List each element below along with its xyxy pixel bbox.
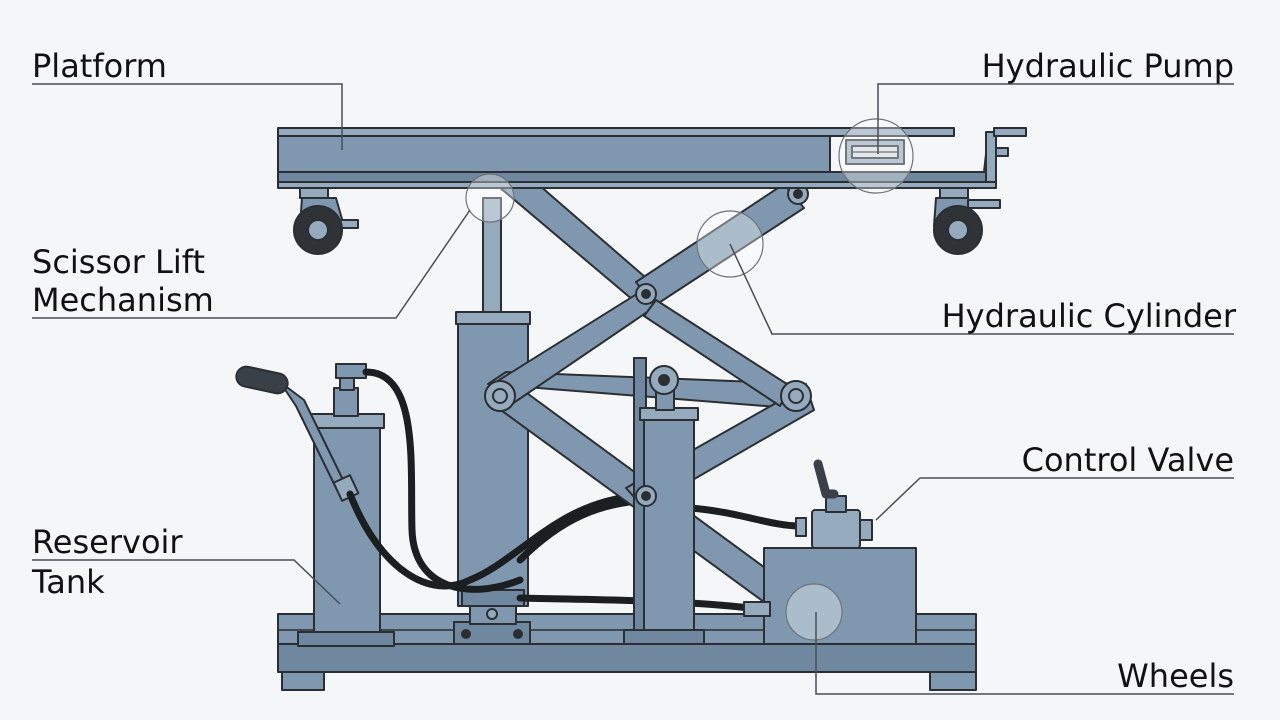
label-reservoir-line1: Reservoir [32,523,183,561]
leader-lines [32,83,1234,695]
reservoir-tank [297,363,395,647]
leader-reservoir-tank [32,559,341,605]
right-foot [929,671,977,691]
hydraulic-pump-highlight [838,118,914,194]
leader-hydraulic-cylinder [729,243,1234,335]
main-hydraulic-cylinder [455,197,531,607]
leader-scissor-lift [32,209,471,319]
label-scissor-lift-line2: Mechanism [32,281,214,319]
label-control-valve: Control Valve [1021,441,1234,479]
label-reservoir-line2: Tank [32,563,105,601]
label-wheels: Wheels [1117,657,1234,695]
label-platform: Platform [32,47,167,85]
leader-hydraulic-pump [877,83,1234,154]
left-foot [281,671,325,691]
wheels-highlight [785,583,843,641]
left-caster [293,187,359,255]
right-caster [933,187,1001,255]
scissor-arm-upper-a [497,171,661,307]
leader-control-valve [875,477,1234,521]
platform [277,127,1027,189]
leader-wheels [815,612,1234,695]
control-valve-assembly [743,459,917,645]
scissor-arm-cross-2 [643,299,791,407]
label-scissor-lift-line1: Scissor Lift [32,243,206,281]
callout-highlights [465,118,914,641]
leader-platform [32,83,343,150]
scissor-pivot-highlight [465,173,515,223]
label-hydraulic-pump: Hydraulic Pump [981,47,1234,85]
label-hydraulic-cylinder: Hydraulic Cylinder [941,297,1236,335]
cylinder-base-mount [453,603,531,645]
